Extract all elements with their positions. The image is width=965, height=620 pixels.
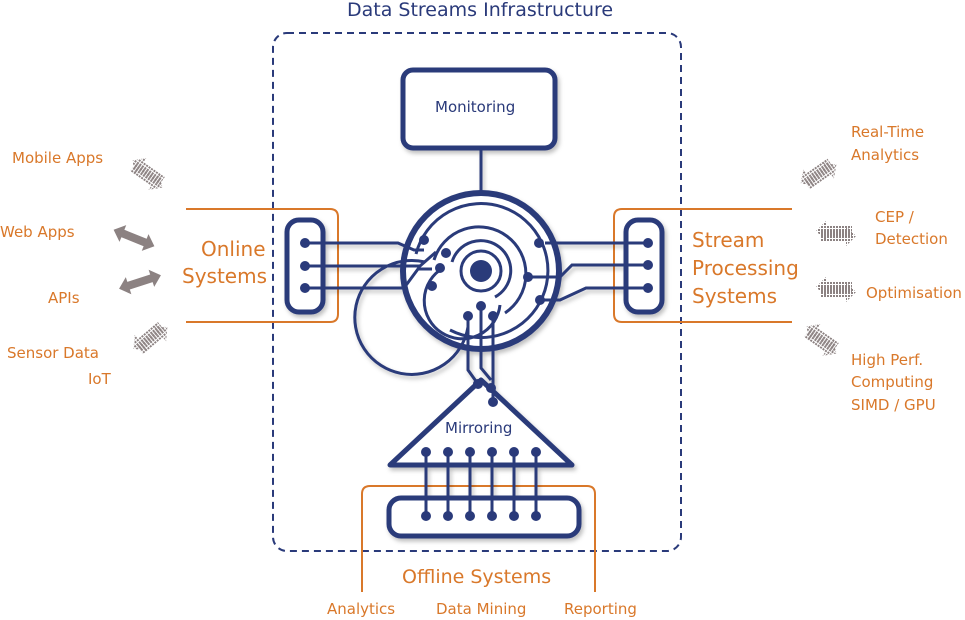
real-time-arrow [800, 158, 837, 190]
stream-processing-label-3: Systems [692, 284, 777, 308]
online-systems-label-1: Online [201, 237, 266, 261]
output-real-time-1: Real-Time [851, 123, 925, 141]
output-hpc-3: SIMD / GPU [851, 396, 936, 414]
hpc-arrow [804, 323, 839, 356]
circuit-nodes [300, 235, 653, 521]
stream-processing-label-2: Processing [692, 256, 799, 280]
online-systems-label-2: Systems [182, 264, 267, 288]
offline-systems-bracket [361, 485, 596, 592]
diagram-title: Data Streams Infrastructure [347, 0, 614, 21]
output-hpc-1: High Perf. [851, 351, 924, 369]
central-hub [353, 190, 562, 376]
source-iot: IoT [88, 370, 111, 388]
monitoring-label: Monitoring [435, 98, 516, 116]
mirroring-triangle [387, 377, 575, 468]
offline-pod [386, 495, 582, 539]
stream-processing-label-1: Stream [692, 228, 765, 252]
source-mobile-apps: Mobile Apps [12, 149, 104, 167]
consumer-reporting: Reporting [564, 600, 637, 618]
consumer-analytics: Analytics [327, 600, 396, 618]
output-hpc-2: Computing [851, 373, 934, 391]
cep-arrow [816, 221, 856, 246]
output-cep-1: CEP / [875, 208, 914, 226]
output-cep-2: Detection [875, 230, 948, 248]
sensor-data-arrow [133, 322, 168, 355]
optimisation-arrow [816, 277, 856, 302]
source-sensor-data: Sensor Data [7, 344, 99, 362]
output-real-time-2: Analytics [851, 146, 920, 164]
offline-bus-lines [424, 452, 538, 516]
monitoring-box [400, 67, 558, 151]
offline-systems-label: Offline Systems [402, 566, 552, 588]
apis-arrow [119, 269, 161, 295]
web-apps-arrow [113, 225, 155, 251]
infrastructure-boundary [272, 32, 682, 552]
mirroring-label: Mirroring [445, 419, 513, 437]
output-optimisation: Optimisation [866, 284, 962, 302]
mobile-apps-arrow [130, 157, 165, 190]
consumer-data-mining: Data Mining [436, 600, 527, 618]
source-apis: APIs [48, 289, 80, 307]
source-web-apps: Web Apps [0, 223, 75, 241]
